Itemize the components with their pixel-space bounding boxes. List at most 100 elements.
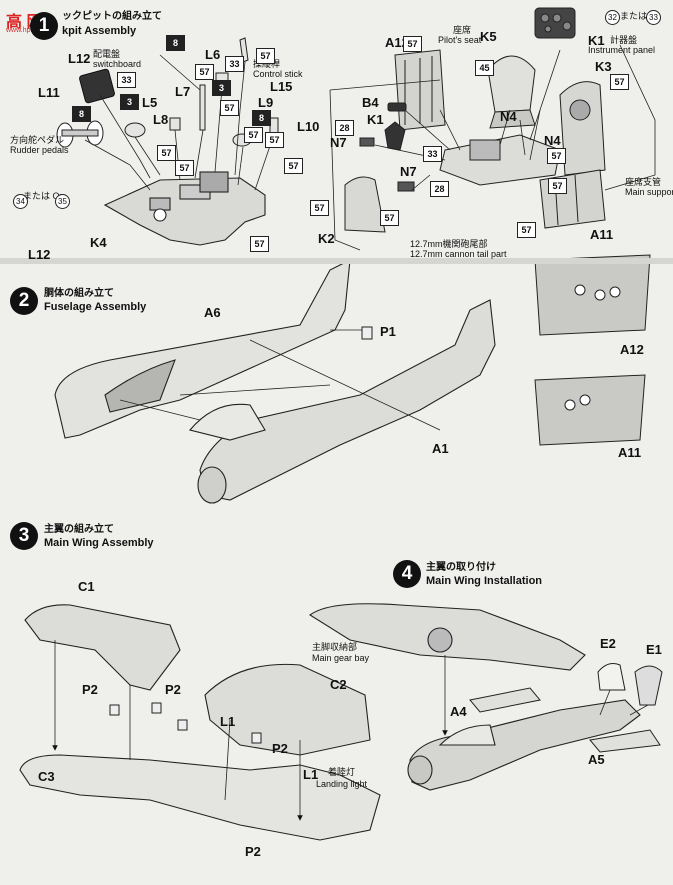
paint-code: 57 (380, 210, 399, 226)
paint-code: 57 (548, 178, 567, 194)
label-a5: A5 (588, 752, 605, 767)
label-c3: C3 (38, 769, 55, 784)
label-n7-a: N7 (330, 135, 347, 150)
label-k4: K4 (90, 235, 107, 250)
label-p2-c: P2 (272, 741, 288, 756)
paint-code: 8 (72, 106, 91, 122)
paint-code: 57 (157, 145, 176, 161)
label-p2-b: P2 (165, 682, 181, 697)
label-seat-en: Pilot's seat (438, 35, 482, 45)
step-2-title-jp: 胴体の組み立て (44, 288, 114, 299)
step-1-title-jp: ックピットの組み立て (62, 11, 162, 22)
paint-code: 57 (175, 160, 194, 176)
fuselage-assembled (407, 699, 641, 791)
l11-rudder-pedals (56, 120, 104, 148)
a6-fuselage-half (54, 259, 351, 439)
a12-cockpit-side (394, 49, 446, 131)
label-n4-b: N4 (544, 133, 561, 148)
label-l12-bottom: L12 (28, 247, 51, 262)
step1-right-leaders (329, 44, 656, 251)
paint-code: 33 (225, 56, 244, 72)
paint-code: 28 (430, 181, 449, 197)
label-instrument-jp: 計器盤 (610, 35, 638, 45)
paint-code: 57 (195, 64, 214, 80)
label-switchboard-jp: 配電盤 (93, 49, 121, 59)
step2-leaders (119, 329, 441, 431)
label-l5: L5 (142, 95, 158, 110)
or-label-b: または Or (620, 11, 660, 21)
label-k5: K5 (480, 29, 497, 44)
paint-code: 3 (212, 80, 231, 96)
label-e1: E1 (646, 642, 662, 657)
cockpit-tub (439, 134, 561, 186)
paint-code: 57 (284, 158, 303, 174)
label-c2: C2 (330, 677, 347, 692)
label-rudder-jp: 方向舵ペダル (10, 135, 65, 145)
decal-circle: 32 (605, 10, 620, 25)
label-l9: L9 (258, 95, 274, 110)
label-k1-top: K1 (588, 33, 605, 48)
label-cannon-jp: 12.7mm機関砲尾部 (410, 239, 488, 249)
site-url: www.hpbm.net (6, 27, 52, 34)
k3-bulkhead (559, 81, 606, 176)
label-gear-jp: 主脚収納部 (312, 642, 358, 652)
label-support-jp: 座席支管 (625, 177, 662, 187)
c1-upper-wing (24, 604, 181, 691)
paint-code: 57 (403, 36, 422, 52)
step4-leaders (442, 655, 649, 736)
step-4-badge: 4 (393, 560, 421, 588)
k1-instrument-panel (534, 7, 576, 39)
step3-leaders (52, 640, 303, 821)
label-seat-jp: 座席 (453, 25, 472, 35)
paint-code: 57 (265, 132, 284, 148)
paint-code: 57 (250, 236, 269, 252)
label-control-jp: 操縦桿 (253, 59, 281, 69)
label-instrument-en: Instrument panel (588, 45, 656, 55)
step-1-badge: 1 (30, 12, 58, 40)
label-a12: A12 (385, 35, 409, 50)
p1-part (361, 326, 373, 340)
label-l12: L12 (68, 51, 91, 66)
label-k1: K1 (367, 112, 384, 127)
label-l11: L11 (38, 85, 60, 100)
paint-code: 57 (610, 74, 629, 90)
paint-code: 3 (120, 94, 139, 110)
label-l15: L15 (270, 79, 293, 94)
paint-code: 33 (117, 72, 136, 88)
label-l1-b: L1 (303, 767, 319, 782)
label-a11-detail: A11 (618, 445, 642, 460)
k4-cockpit-floor (103, 171, 266, 246)
label-l10: L10 (297, 119, 320, 134)
label-a6: A6 (204, 305, 221, 320)
e1-e2-canopy (597, 663, 663, 706)
label-p1: P1 (380, 324, 396, 339)
paint-code: 8 (252, 110, 271, 126)
paint-code: 33 (423, 146, 442, 162)
label-support-en: Main support pipe (625, 187, 673, 197)
wing-assembly-top (309, 603, 586, 671)
step-3-title-en: Main Wing Assembly (44, 537, 154, 549)
label-l8: L8 (153, 112, 169, 127)
label-c1: C1 (78, 579, 95, 594)
paint-code: 57 (220, 100, 239, 116)
step1-divider-band (0, 258, 673, 264)
label-l1-a: L1 (220, 714, 236, 729)
a4-a5-stabilizers (469, 687, 661, 753)
label-p2-d: P2 (245, 844, 261, 859)
paint-code: 28 (335, 120, 354, 136)
label-gear-en: Main gear bay (312, 653, 370, 663)
decal-circle: 34 (13, 194, 28, 209)
k5-pilot-seat (487, 55, 536, 129)
paint-code: 57 (310, 200, 329, 216)
step-3-badge: 3 (10, 522, 38, 550)
label-n4-a: N4 (500, 109, 517, 124)
label-landing-en: Landing light (316, 779, 368, 789)
label-switchboard-en: switchboard (93, 59, 142, 69)
p2-parts (109, 702, 262, 744)
paint-code: 45 (475, 60, 494, 76)
label-landing-jp: 着陸灯 (328, 767, 356, 777)
label-n7-b: N7 (400, 164, 417, 179)
label-b4: B4 (362, 95, 379, 110)
